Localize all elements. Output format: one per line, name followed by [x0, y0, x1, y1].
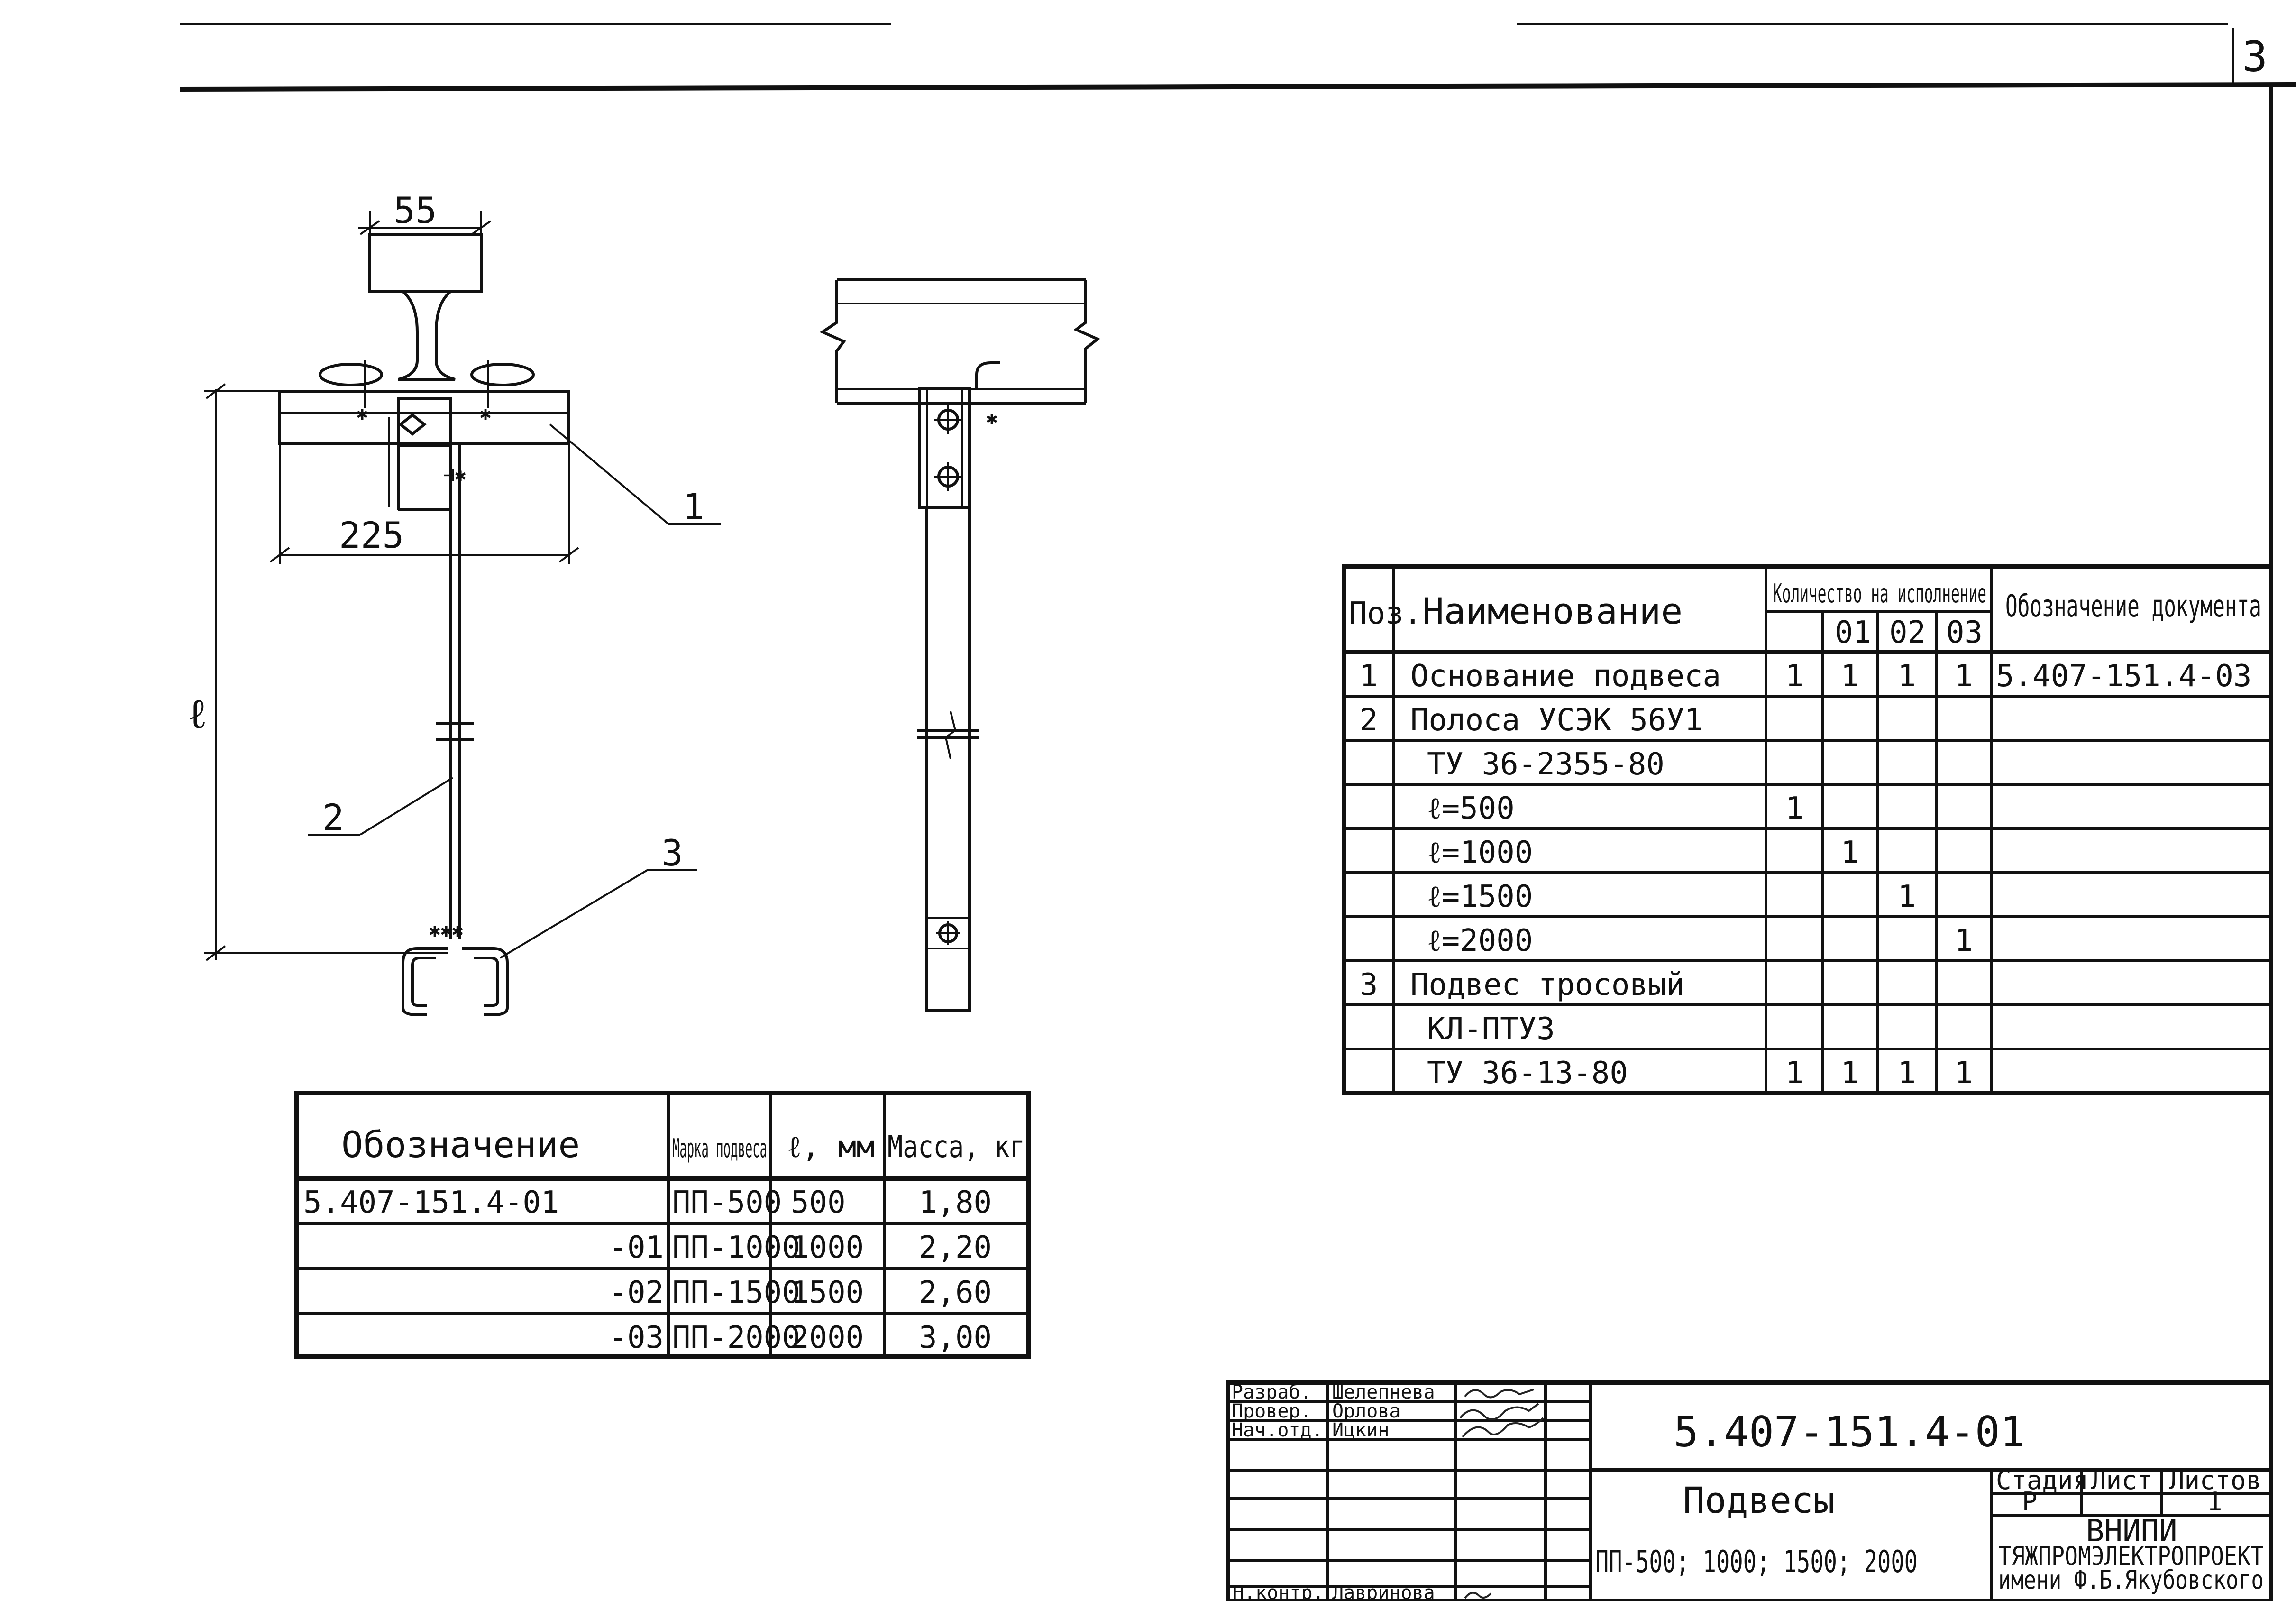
spec-row-qty: 1: [1898, 659, 1916, 694]
spec-header-name: Наименование: [1422, 590, 1683, 632]
variant-mass: 1,80: [919, 1185, 992, 1220]
tb-code: 5.407-151.4-01: [1674, 1408, 2025, 1456]
spec-header-qty: Количество на исполнение: [1773, 579, 1986, 608]
spec-row-name: ℓ=500: [1427, 791, 1515, 826]
variants-header-length: ℓ, мм: [787, 1130, 875, 1165]
spec-row-pos: 1: [1360, 659, 1378, 694]
tb-sheet-label: Лист: [2091, 1465, 2152, 1495]
variant-length: 500: [791, 1185, 846, 1220]
tb-stage-label: Стадия: [1996, 1465, 2088, 1495]
spec-row-name: ℓ=2000: [1427, 923, 1533, 958]
spec-row-name: КЛ-ПТУЗ: [1427, 1012, 1555, 1047]
variant-designation: -02: [609, 1275, 664, 1310]
variants-table: Обозначение Марка подвеса ℓ, мм Масса, к…: [294, 1091, 1031, 1359]
spec-row-name: Полоса УСЭК 56У1: [1410, 703, 1703, 738]
spec-header-col-03: 03: [1946, 615, 1983, 650]
spec-table: Поз. Наименование Количество на исполнен…: [1342, 564, 2273, 1095]
sheet-frame: 3: [180, 23, 2296, 1601]
callout-3: 3: [661, 832, 683, 874]
variant-mass: 2,60: [919, 1275, 992, 1310]
variant-designation: 5.407-151.4-01: [303, 1185, 559, 1220]
spec-row-name: Подвес тросовый: [1410, 967, 1684, 1003]
tb-org-3: имени Ф.Б.Якубовского: [1998, 1565, 2264, 1595]
variants-header-mass: Масса, кг: [887, 1130, 1025, 1165]
spec-row-qty: 1: [1898, 1056, 1916, 1091]
variants-header-mark: Марка подвеса: [672, 1133, 767, 1163]
spec-row-qty: 1: [1785, 791, 1804, 826]
tb-org-2: ТЯЖПРОМЭЛЕКТРОПРОЕКТ: [1998, 1541, 2264, 1571]
tb-name: Шелепнева: [1332, 1381, 1435, 1403]
spec-row-qty: 1: [1841, 1056, 1859, 1091]
callout-1: 1: [683, 486, 704, 528]
tb-stage: Р: [2022, 1487, 2038, 1517]
dim-flange-label: 55: [393, 189, 437, 231]
page-number: 3: [2242, 32, 2268, 81]
tb-subtitle: ПП-500; 1000; 1500; 2000: [1595, 1545, 1918, 1580]
variants-header-designation: Обозначение: [341, 1123, 580, 1166]
tb-role: Разраб.: [1232, 1381, 1312, 1403]
spec-header-col-01: 01: [1835, 615, 1871, 650]
variant-designation: -01: [609, 1230, 664, 1265]
signature-3: [1462, 1417, 1544, 1438]
spec-row-qty: 1: [1785, 1056, 1804, 1091]
spec-row-qty: 1: [1955, 1056, 1973, 1091]
tb-sheets-label: Листов: [2169, 1465, 2261, 1495]
spec-row-doc: 5.407-151.4-03: [1996, 659, 2251, 694]
tb-name: Ицкин: [1332, 1419, 1389, 1441]
tb-sheets: 1: [2207, 1487, 2223, 1517]
spec-row-qty: 1: [1898, 879, 1916, 914]
spec-row-name: ТУ 36-2355-80: [1427, 747, 1665, 782]
tb-name: Орлова: [1332, 1400, 1401, 1422]
spec-row-name: Основание подвеса: [1410, 659, 1721, 694]
spec-row-name: ℓ=1500: [1427, 879, 1533, 914]
spec-header-col-02: 02: [1889, 615, 1926, 650]
tb-bottom-name: Лавринова: [1332, 1582, 1435, 1601]
signature-4: [1464, 1592, 1492, 1599]
tb-org-1: ВНИПИ: [2086, 1514, 2177, 1549]
signature-2: [1459, 1403, 1539, 1420]
spec-row-qty: 1: [1955, 923, 1973, 958]
tb-role: Провер.: [1232, 1400, 1312, 1422]
spec-row-name: ℓ=1000: [1427, 835, 1533, 870]
dim-base-label: 225: [339, 514, 404, 556]
spec-header-pos: Поз.: [1349, 596, 1422, 631]
variant-designation: -03: [609, 1320, 664, 1355]
variant-mass: 2,20: [919, 1230, 992, 1265]
tb-title: Подвесы: [1683, 1479, 1835, 1521]
tb-bottom-role: Н.контр.: [1233, 1582, 1324, 1601]
variant-mark: ПП-1500: [672, 1275, 800, 1310]
variant-length: 2000: [791, 1320, 864, 1355]
spec-row-qty: 1: [1785, 659, 1804, 694]
spec-row-qty: 1: [1841, 835, 1859, 870]
variant-length: 1000: [791, 1230, 864, 1265]
variant-length: 1500: [791, 1275, 864, 1310]
front-view-drawing: 55 ✱ ✱ ⊣✱ ✱✱✱ 225: [187, 189, 721, 1016]
spec-row-qty: 1: [1841, 659, 1859, 694]
spec-row-pos: 2: [1360, 703, 1378, 738]
svg-text:✱: ✱: [986, 407, 997, 429]
tb-role: Нач.отд.: [1232, 1419, 1323, 1441]
spec-row-name: ТУ 36-13-80: [1427, 1056, 1628, 1091]
side-view-drawing: ✱: [819, 278, 1100, 1012]
spec-header-doc: Обозначение документа: [2005, 589, 2261, 624]
callout-2: 2: [322, 796, 344, 838]
svg-text:✱✱✱: ✱✱✱: [429, 920, 463, 941]
signature-1: [1464, 1389, 1534, 1399]
variant-mass: 3,00: [919, 1320, 992, 1355]
dim-length-label: ℓ: [187, 689, 207, 738]
spec-row-pos: 3: [1360, 967, 1378, 1003]
variant-mark: ПП-500: [672, 1185, 782, 1220]
spec-row-qty: 1: [1955, 659, 1973, 694]
spec-rows: 1 Основание подвеса 1 1 1 1 5.407-151.4-03 2 Пол…: [1360, 659, 2252, 1091]
svg-text:⊣✱: ⊣✱: [443, 464, 466, 486]
variant-mark: ПП-2000: [672, 1320, 800, 1355]
variant-mark: ПП-1000: [672, 1230, 800, 1265]
